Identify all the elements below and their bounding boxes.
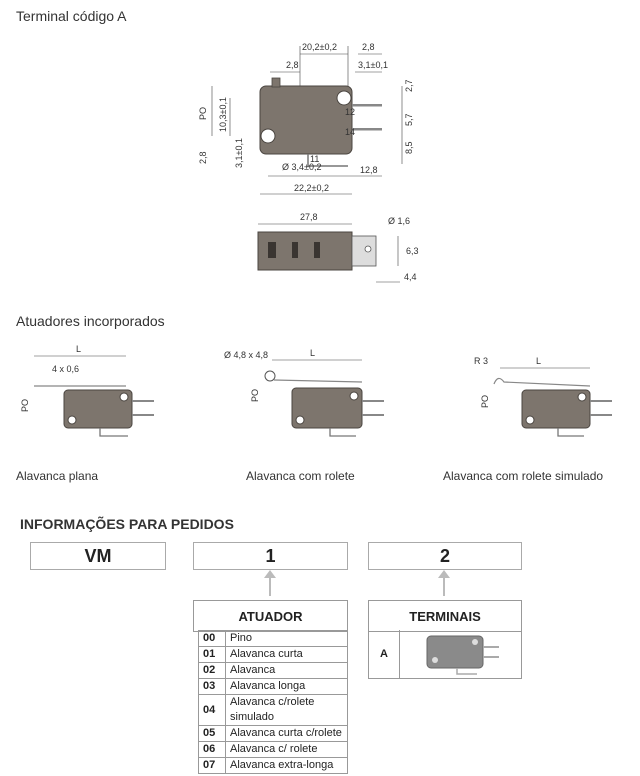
svg-text:3,1±0,1: 3,1±0,1 xyxy=(234,138,244,168)
label-12: 12 xyxy=(345,107,355,117)
svg-text:PO: PO xyxy=(480,395,490,408)
svg-text:L: L xyxy=(310,348,315,358)
roller-icon xyxy=(264,370,276,382)
order-box-actuator: 1 xyxy=(193,542,348,570)
order-box-series: VM xyxy=(30,542,166,570)
svg-text:2,8: 2,8 xyxy=(198,151,208,164)
actuator-label: Alavanca curta xyxy=(225,646,348,663)
svg-text:Ø 3,4±0,2: Ø 3,4±0,2 xyxy=(282,162,321,172)
svg-text:PO: PO xyxy=(20,399,30,412)
actuator-label: Alavanca curta c/rolete xyxy=(225,725,348,742)
svg-text:L: L xyxy=(536,356,541,366)
arrow-up-icon xyxy=(438,570,450,596)
actuator-label: Alavanca extra-longa xyxy=(225,757,348,774)
caption-simulated-roller: Alavanca com rolete simulado xyxy=(443,469,604,483)
actuator-table-header: ATUADOR xyxy=(193,600,348,632)
actuator-code: 03 xyxy=(198,678,226,695)
svg-text:2,8: 2,8 xyxy=(286,60,299,70)
actuator-pin xyxy=(271,77,281,88)
actuator-label: Pino xyxy=(225,630,348,647)
svg-text:20,2±0,2: 20,2±0,2 xyxy=(302,42,337,52)
svg-text:Ø 4,8 x 4,8: Ø 4,8 x 4,8 xyxy=(224,350,268,360)
svg-text:27,8: 27,8 xyxy=(300,212,318,222)
actuator-code: 06 xyxy=(198,741,226,758)
actuator-code: 02 xyxy=(198,662,226,679)
actuator-code: 05 xyxy=(198,725,226,742)
actuator-simulated-roller-drawing: R 3 L PO xyxy=(474,356,612,437)
actuators-section-title: Atuadores incorporados xyxy=(16,313,165,329)
arrow-up-icon xyxy=(264,570,276,596)
actuator-label: Alavanca xyxy=(225,662,348,679)
svg-text:3,1±0,1: 3,1±0,1 xyxy=(358,60,388,70)
svg-text:5,7: 5,7 xyxy=(404,113,414,126)
svg-text:R 3: R 3 xyxy=(474,356,488,366)
svg-text:4,4: 4,4 xyxy=(404,272,417,282)
mount-hole-bottom xyxy=(260,128,276,144)
svg-text:12,8: 12,8 xyxy=(360,165,378,175)
actuator-code: 00 xyxy=(198,630,226,647)
actuator-code: 01 xyxy=(198,646,226,663)
caption-flat-lever: Alavanca plana xyxy=(16,469,99,483)
actuator-flat-lever-drawing: L 4 x 0,6 PO xyxy=(20,344,154,437)
simulated-roller-icon xyxy=(493,377,591,387)
terminal-11 xyxy=(307,154,348,167)
svg-text:2,8: 2,8 xyxy=(362,42,375,52)
terminal-table: A xyxy=(368,630,522,679)
svg-text:PO: PO xyxy=(250,389,260,402)
svg-text:L: L xyxy=(76,344,81,354)
actuator-roller-lever-drawing: Ø 4,8 x 4,8 L PO xyxy=(224,348,384,437)
terminal-section-title: Terminal código A xyxy=(16,8,127,24)
svg-text:PO: PO xyxy=(198,107,208,120)
actuator-code: 07 xyxy=(198,757,226,774)
order-box-terminal: 2 xyxy=(368,542,522,570)
svg-text:2,7: 2,7 xyxy=(404,79,414,92)
svg-text:Ø 1,6: Ø 1,6 xyxy=(388,216,410,226)
label-14: 14 xyxy=(345,127,355,137)
terminal-drawing: 12 14 11 20,2±0,2 2,8 2,8 3,1±0,1 2,7 5,… xyxy=(198,42,419,283)
svg-text:4 x 0,6: 4 x 0,6 xyxy=(52,364,79,374)
terminal-photo xyxy=(426,635,499,675)
actuator-label: Alavanca c/rolete simulado xyxy=(225,694,348,726)
order-section-title: INFORMAÇÕES PARA PEDIDOS xyxy=(20,516,234,532)
mount-hole-top xyxy=(336,90,352,106)
actuator-label: Alavanca longa xyxy=(225,678,348,695)
actuator-label: Alavanca c/ rolete xyxy=(225,741,348,758)
terminal-tab xyxy=(351,235,377,267)
actuator-code: 04 xyxy=(198,694,226,726)
terminal-code: A xyxy=(369,630,400,678)
label-11: 11 xyxy=(310,154,319,164)
terminal-table-header: TERMINAIS xyxy=(368,600,522,632)
terminal-14 xyxy=(352,128,382,131)
terminal-12 xyxy=(352,104,382,107)
svg-text:6,3: 6,3 xyxy=(406,246,419,256)
caption-roller-lever: Alavanca com rolete xyxy=(246,469,355,483)
svg-text:22,2±0,2: 22,2±0,2 xyxy=(294,183,329,193)
svg-text:8,5: 8,5 xyxy=(404,141,414,154)
switch-body-front xyxy=(259,85,353,155)
svg-text:10,3±0,1: 10,3±0,1 xyxy=(218,97,228,132)
